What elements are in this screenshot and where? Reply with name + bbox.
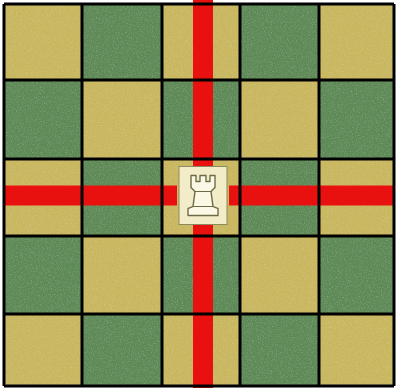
move-line-right: [229, 186, 394, 206]
square-dark[interactable]: [319, 236, 394, 314]
square-dark[interactable]: [240, 314, 319, 386]
square-light[interactable]: [82, 80, 162, 159]
square-dark[interactable]: [82, 314, 162, 386]
square-dark[interactable]: [240, 4, 319, 80]
square-light[interactable]: [240, 236, 319, 314]
rook-icon[interactable]: [179, 167, 227, 225]
square-light[interactable]: [82, 236, 162, 314]
square-dark[interactable]: [82, 4, 162, 80]
piece-layer: [179, 167, 227, 225]
move-line-up: [193, 0, 213, 170]
square-light[interactable]: [240, 80, 319, 159]
square-dark[interactable]: [4, 236, 82, 314]
square-light[interactable]: [319, 4, 394, 80]
square-dark[interactable]: [319, 80, 394, 159]
square-light[interactable]: [4, 314, 82, 386]
move-line-down: [193, 222, 213, 388]
square-light[interactable]: [4, 4, 82, 80]
move-line-left: [4, 186, 177, 206]
square-dark[interactable]: [4, 80, 82, 159]
square-light[interactable]: [319, 314, 394, 386]
